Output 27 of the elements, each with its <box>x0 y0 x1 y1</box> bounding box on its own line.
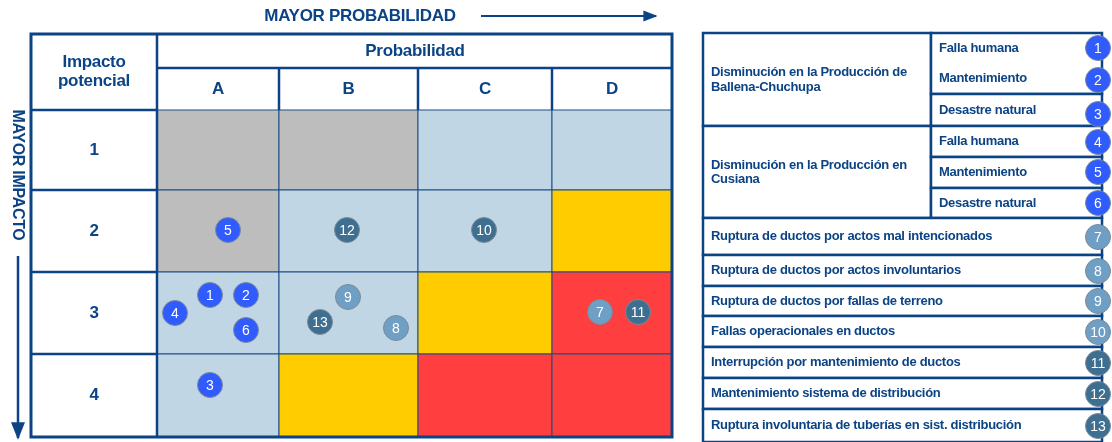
risk-description: Ruptura de ductos por actos mal intencionados <box>711 229 993 244</box>
row-header: 3 <box>89 303 99 323</box>
risk-factor: Falla humana <box>939 134 1019 149</box>
risk-description: Mantenimiento sistema de distribución <box>711 386 941 401</box>
risk-factor: Mantenimiento <box>939 165 1027 180</box>
row-header: 2 <box>89 221 99 241</box>
risk-factor: Mantenimiento <box>939 70 1027 86</box>
column-header: A <box>212 79 224 99</box>
risk-description: Fallas operacionales en ductos <box>711 324 895 339</box>
risk-description: Ruptura involuntaria de tuberías en sist. distribución <box>711 418 1022 433</box>
risk-description: Interrupción por mantenimiento de ductos <box>711 355 961 370</box>
row-header: 1 <box>89 140 99 160</box>
row-header: 4 <box>89 386 99 405</box>
risk-factor: Desastre natural <box>939 102 1037 118</box>
risk-factor: Falla humana <box>939 40 1019 56</box>
column-header: C <box>479 79 491 99</box>
risk-category: Disminución en la Producción en Cusiana <box>711 157 908 187</box>
column-header: B <box>342 79 355 99</box>
column-header: Probabilidad <box>365 41 465 61</box>
column-header: Impacto potencial <box>57 53 131 91</box>
risk-description: Ruptura de ductos por actos involuntarios <box>711 263 961 278</box>
axis-label: MAYOR IMPACTO <box>9 109 27 241</box>
risk-category: Disminución en la Producción de Ballena-Chuchupa <box>711 65 908 94</box>
axis-label: MAYOR PROBABILIDAD <box>264 6 456 26</box>
risk-factor: Desastre natural <box>939 195 1037 211</box>
column-header: D <box>606 79 618 99</box>
risk-description: Ruptura de ductos por fallas de terreno <box>711 293 943 309</box>
